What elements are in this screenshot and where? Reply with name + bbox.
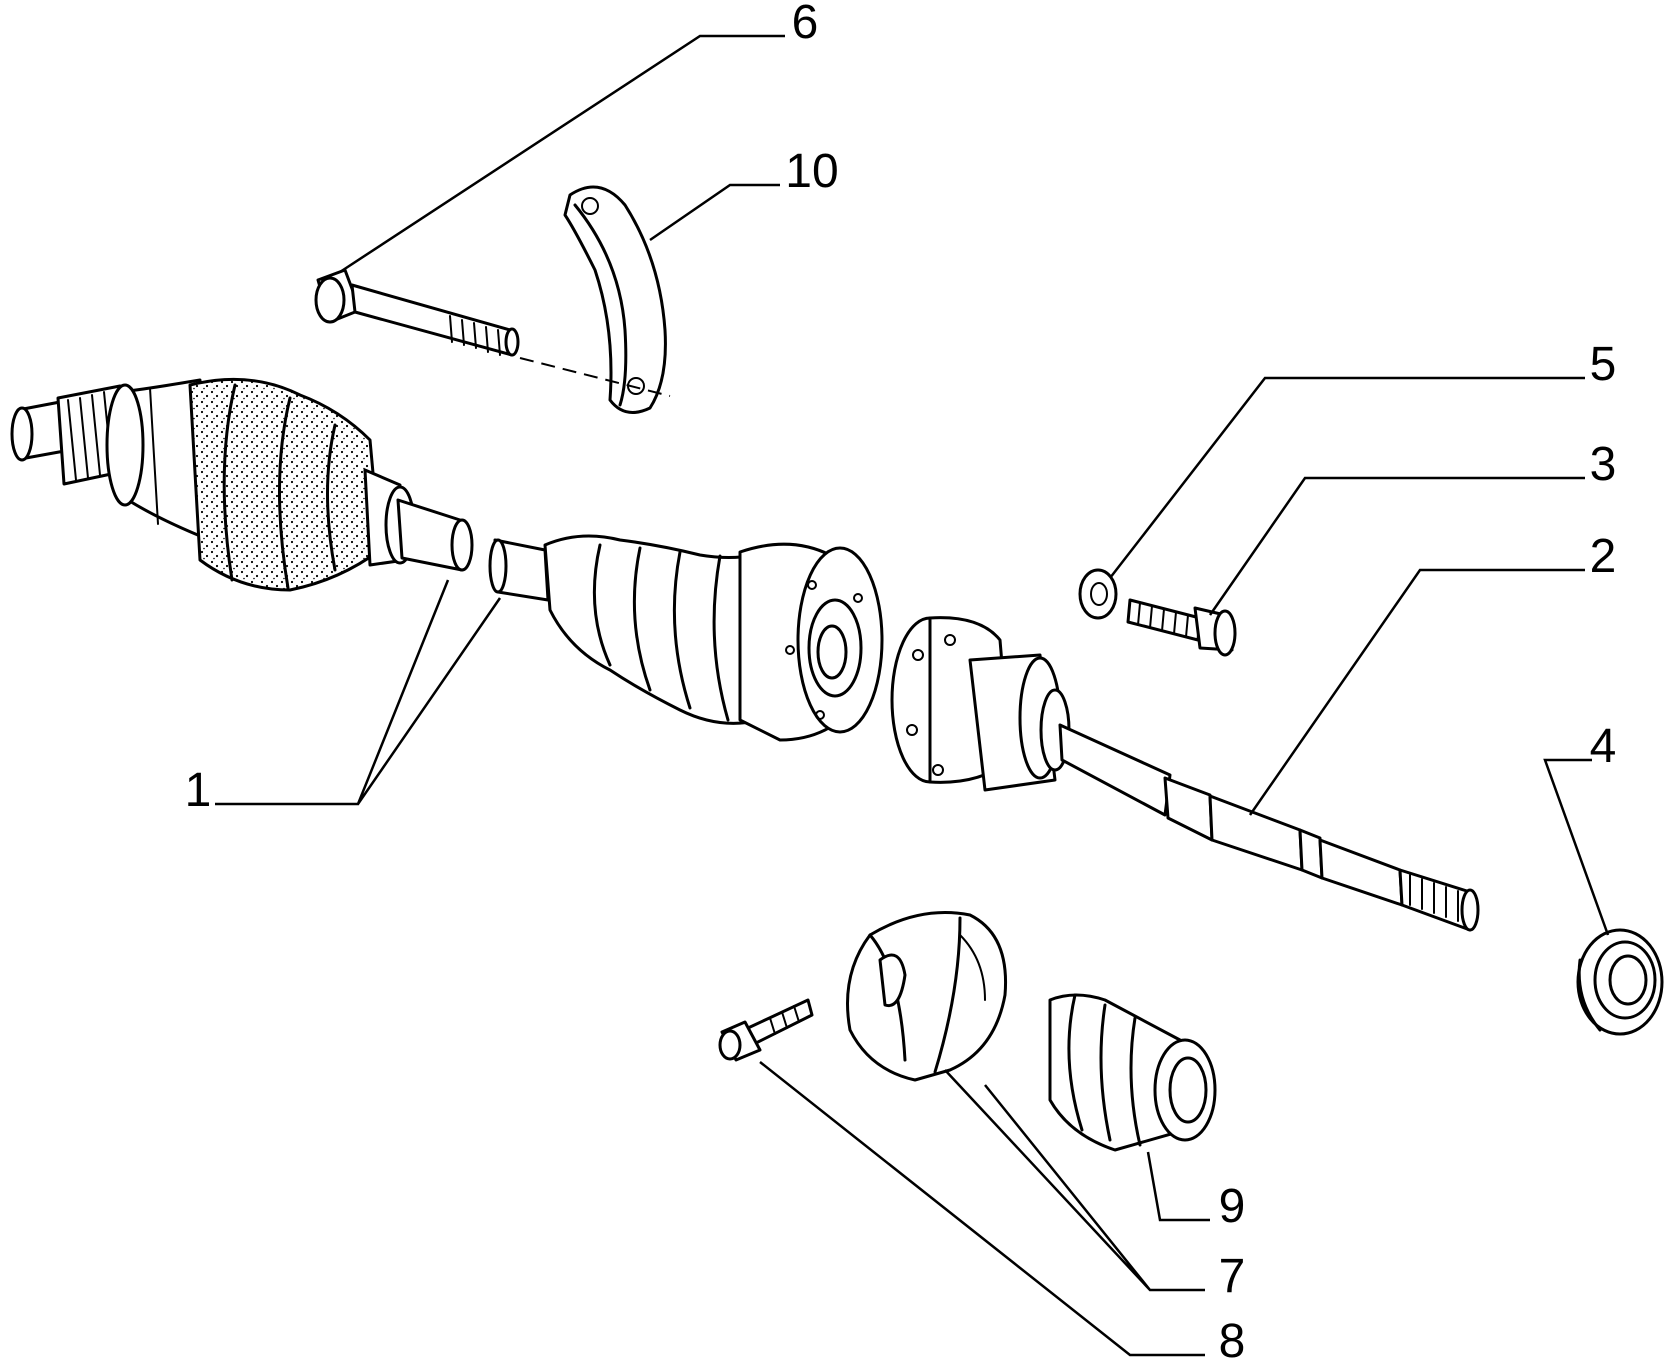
washer-part-5 [1078, 568, 1118, 620]
shaft-middle [488, 538, 550, 602]
leader-1 [215, 579, 502, 806]
driveshaft-assembly [10, 377, 884, 742]
callout-6: 6 [792, 0, 819, 49]
callout-3: 3 [1590, 438, 1617, 491]
leader-4 [1543, 758, 1610, 936]
outer-boot [543, 534, 762, 725]
leader-6 [339, 34, 785, 274]
leader-5 [1109, 376, 1585, 579]
callout-8: 8 [1219, 1315, 1246, 1360]
leader-9 [1146, 1151, 1210, 1222]
long-bolt-part-6 [314, 268, 520, 357]
curved-bracket-part-10 [563, 185, 667, 414]
flange-hub [968, 653, 1071, 792]
small-bolt-part-8 [718, 998, 814, 1062]
inner-cv-joint [105, 378, 212, 542]
clamp-housing-part-7 [846, 911, 1008, 1082]
callout-1: 1 [185, 764, 212, 817]
callout-5: 5 [1590, 338, 1617, 391]
callout-7: 7 [1219, 1250, 1246, 1303]
inner-boot [188, 377, 382, 592]
leader-3 [1208, 476, 1585, 616]
leader-2 [1248, 568, 1585, 816]
callout-10: 10 [785, 145, 838, 198]
leader-lines [215, 34, 1610, 1357]
leader-7 [944, 1069, 1205, 1292]
output-shaft [890, 616, 1480, 932]
bushing-part-9 [1048, 993, 1217, 1152]
callout-9: 9 [1219, 1180, 1246, 1233]
callout-labels: 1 2 3 4 5 6 10 7 8 9 [185, 0, 1617, 1360]
shaft-body [1058, 723, 1480, 932]
callout-2: 2 [1590, 530, 1617, 583]
leader-10 [649, 183, 780, 242]
seal-ring-part-4 [1576, 928, 1664, 1036]
bolt-part-3 [1126, 598, 1237, 657]
callout-4: 4 [1590, 720, 1617, 773]
leader-8 [759, 1061, 1205, 1357]
inner-boot-neck [363, 468, 474, 572]
outer-cv-joint [738, 542, 884, 742]
alignment-line [519, 357, 671, 397]
